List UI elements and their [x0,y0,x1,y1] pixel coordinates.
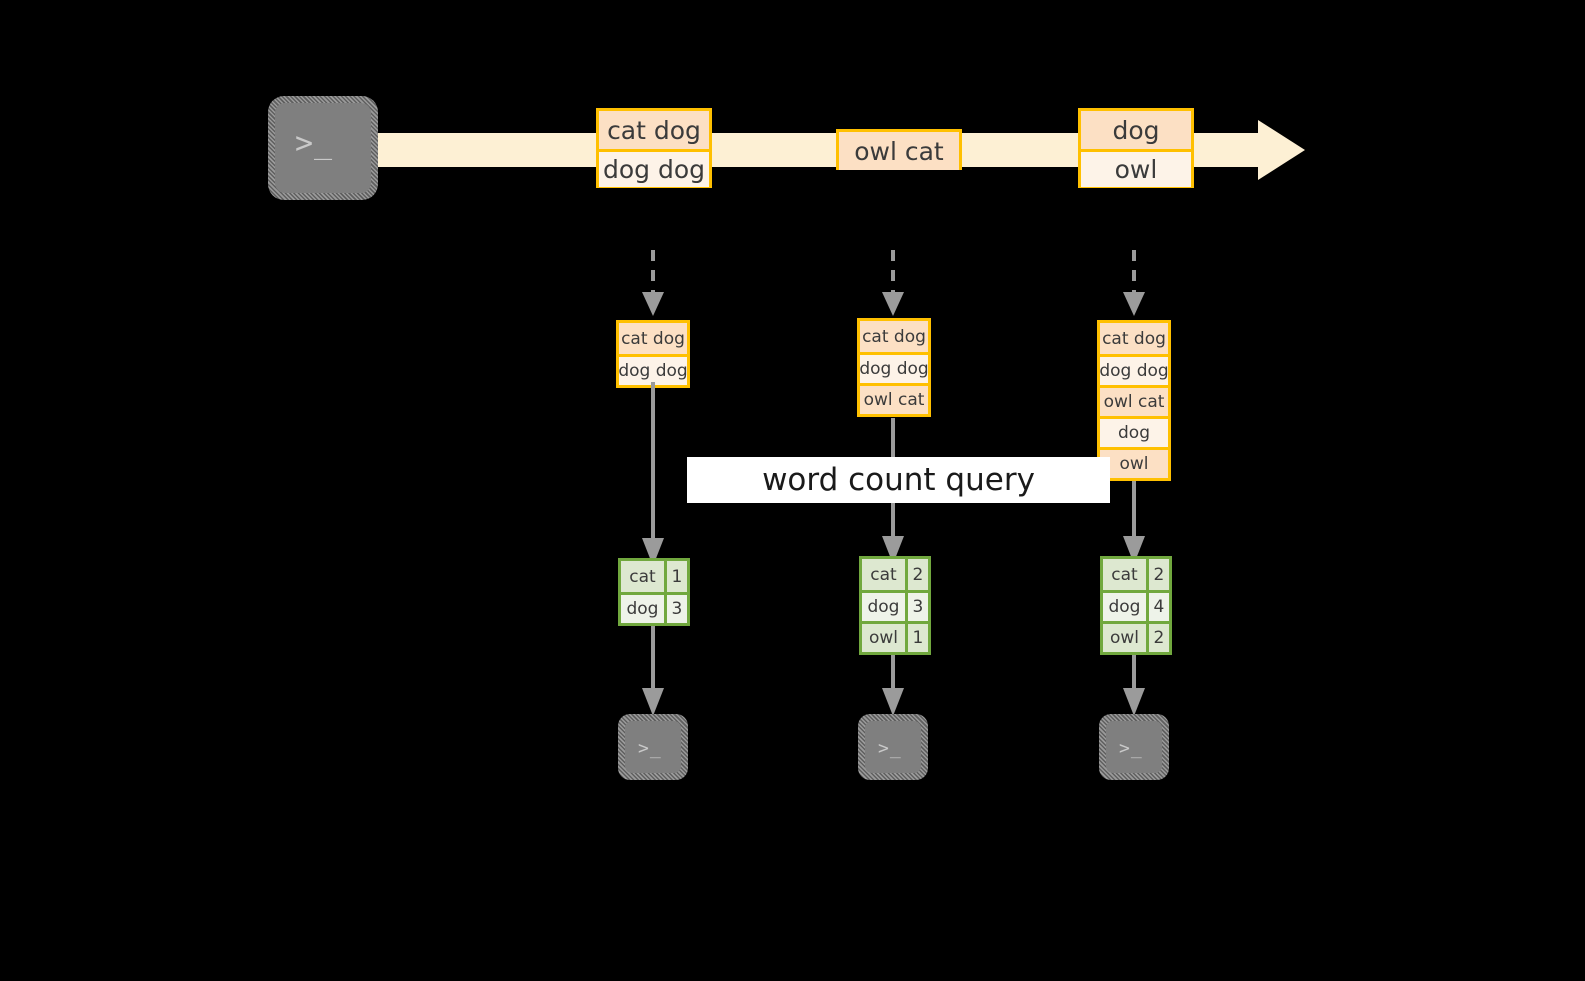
result-word: owl [862,624,905,652]
result-count: 2 [1145,559,1169,590]
sink-connectors [642,626,1145,716]
terminal-prompt: >_ [1119,738,1143,759]
terminal-face [865,721,921,773]
stream-event-line: owl cat [839,132,959,170]
snapshot-input-line: owl [1100,447,1168,478]
snapshot-1-result-table[interactable]: cat 1 dog 3 [618,558,690,626]
stream-band-arrowhead [1258,120,1305,180]
terminal-prompt: >_ [878,738,902,759]
result-word: dog [621,595,664,623]
query-connectors [642,382,1145,566]
result-row: owl 1 [862,621,928,652]
snapshot-input-line: cat dog [1100,323,1168,354]
result-word: dog [862,593,905,621]
stream-event-2[interactable]: owl cat [836,129,962,170]
terminal-face [1106,721,1162,773]
snapshot-input-line: dog dog [1099,354,1169,385]
result-count: 1 [904,624,928,652]
snapshot-3-sink-terminal-icon[interactable]: >_ [1099,714,1169,780]
stream-event-line: cat dog [599,111,709,149]
result-count: 3 [663,595,687,623]
result-word: owl [1103,624,1146,652]
result-count: 2 [1145,624,1169,652]
snapshot-input-line: dog dog [618,354,688,385]
result-word: cat [862,559,905,590]
terminal-face [625,721,681,773]
snapshot-input-line: owl cat [1100,385,1168,416]
stream-event-line: dog [1081,111,1191,149]
result-word: dog [1103,593,1146,621]
stream-event-3[interactable]: dog owl [1078,108,1194,188]
snapshot-2-sink-terminal-icon[interactable]: >_ [858,714,928,780]
stream-event-line: dog dog [599,149,709,187]
result-word: cat [621,561,664,592]
result-row: owl 2 [1103,621,1169,652]
terminal-prompt: >_ [638,738,662,759]
query-label-text: word count query [762,462,1035,498]
source-terminal-icon[interactable]: >_ [268,96,378,200]
result-row: cat 2 [862,559,928,590]
stream-event-line: owl [1081,149,1191,187]
result-count: 2 [904,559,928,590]
snapshot-input-line: owl cat [860,383,928,414]
result-row: dog 3 [621,592,687,623]
snapshot-1-input-stack[interactable]: cat dog dog dog [616,320,690,388]
result-row: cat 2 [1103,559,1169,590]
snapshot-2-input-stack[interactable]: cat dog dog dog owl cat [857,318,931,417]
terminal-face [275,103,371,193]
result-count: 3 [904,593,928,621]
snapshot-2-result-table[interactable]: cat 2 dog 3 owl 1 [859,556,931,655]
result-word: cat [1103,559,1146,590]
result-row: cat 1 [621,561,687,592]
result-row: dog 3 [862,590,928,621]
result-count: 4 [1145,593,1169,621]
snapshot-input-line: dog dog [859,352,929,383]
stream-event-1[interactable]: cat dog dog dog [596,108,712,188]
query-label-banner: word count query [687,457,1110,503]
snapshot-1-sink-terminal-icon[interactable]: >_ [618,714,688,780]
snapshot-input-line: cat dog [860,321,928,352]
snapshot-input-line: cat dog [619,323,687,354]
dashed-connectors [642,250,1145,316]
snapshot-input-line: dog [1100,416,1168,447]
result-count: 1 [663,561,687,592]
snapshot-3-result-table[interactable]: cat 2 dog 4 owl 2 [1100,556,1172,655]
terminal-prompt: >_ [295,126,334,161]
snapshot-3-input-stack[interactable]: cat dog dog dog owl cat dog owl [1097,320,1171,481]
result-row: dog 4 [1103,590,1169,621]
